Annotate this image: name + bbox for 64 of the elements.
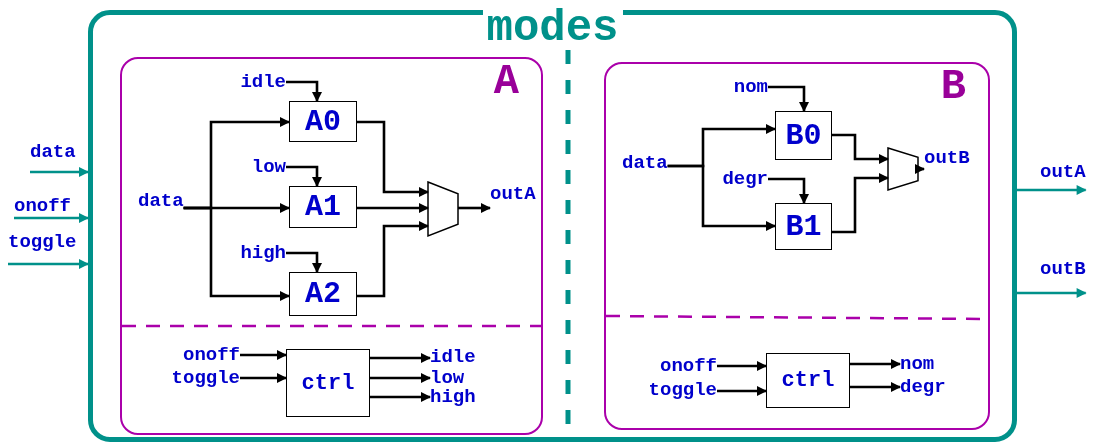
signal-label: idle — [240, 72, 286, 93]
signal-label: nom — [900, 354, 935, 375]
arrow — [183, 206, 290, 301]
arrow — [667, 164, 776, 231]
signal-label: degr — [722, 169, 768, 190]
signal-label: onoff — [14, 196, 71, 225]
signal-label: high — [430, 387, 476, 408]
signal-label: outB — [1040, 259, 1086, 294]
signal-label: outA — [1040, 162, 1086, 197]
arrow — [240, 373, 287, 383]
block-box: A1 — [289, 186, 357, 228]
arrow — [30, 167, 89, 177]
arrow — [832, 133, 889, 164]
arrow — [1017, 185, 1087, 195]
signal-label: onoff — [183, 345, 240, 366]
arrow — [14, 213, 89, 223]
arrow — [832, 173, 889, 234]
block-box: A0 — [289, 101, 357, 142]
arrow — [717, 386, 767, 396]
arrow — [286, 165, 322, 187]
signal-label: toggle — [171, 368, 240, 389]
arrow — [357, 221, 429, 298]
signal-label: toggle — [648, 380, 717, 401]
panel-title: B — [940, 66, 966, 108]
signal-label: degr — [900, 377, 946, 398]
arrow — [717, 361, 767, 371]
arrow — [8, 259, 89, 269]
signal-label: high — [240, 243, 286, 264]
signal-label: nom — [733, 77, 768, 98]
arrow — [768, 85, 809, 112]
arrow — [240, 350, 287, 360]
arrow — [915, 164, 925, 174]
arrow — [370, 353, 431, 363]
arrow — [357, 120, 429, 197]
block-box: B1 — [775, 203, 832, 250]
signal-label: data — [622, 153, 668, 174]
signal-label: onoff — [660, 356, 717, 377]
block-box: B0 — [775, 111, 832, 160]
block-box: ctrl — [286, 349, 370, 417]
signal-label: low — [251, 157, 286, 178]
signal-label: data — [30, 142, 76, 177]
arrow — [1017, 288, 1087, 298]
arrow — [850, 359, 901, 369]
panel-title: A — [493, 61, 519, 103]
arrow — [286, 80, 322, 102]
signal-label: toggle — [8, 232, 77, 267]
arrow — [458, 203, 491, 213]
signal-label: low — [430, 368, 465, 389]
signal-label: outB — [924, 148, 970, 177]
arrow — [370, 392, 431, 402]
arrow — [768, 177, 809, 204]
signal-label: idle — [430, 347, 476, 368]
arrow — [850, 382, 901, 392]
multiplexer-symbol — [888, 148, 918, 190]
arrow — [286, 251, 322, 273]
block-box: A2 — [289, 272, 357, 316]
signal-label: data — [138, 191, 184, 212]
multiplexer-symbol — [428, 182, 458, 236]
signal-label: outA — [490, 184, 536, 213]
mode-panel — [120, 57, 543, 435]
block-box: ctrl — [766, 353, 850, 408]
arrow — [370, 373, 431, 383]
mode-panel — [604, 62, 990, 430]
arrow — [357, 203, 429, 213]
